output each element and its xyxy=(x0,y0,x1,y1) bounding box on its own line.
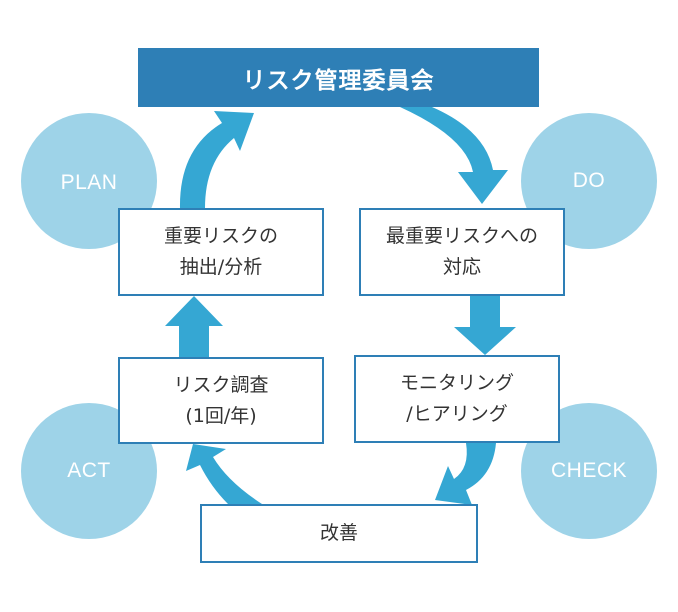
check-phase-circle: CHECK xyxy=(521,403,657,539)
do-label: DO xyxy=(572,169,606,192)
improvement-step-box: 改善 xyxy=(200,504,478,563)
analysis-step-box: 重要リスクの 抽出/分析 xyxy=(118,208,324,296)
arrow-title-to-response xyxy=(400,107,508,204)
arrow-analysis-to-title xyxy=(179,111,254,208)
act-label: ACT xyxy=(67,459,111,482)
risk-committee-title: リスク管理委員会 xyxy=(138,48,539,107)
survey-line-2: (1回/年) xyxy=(185,404,257,427)
plan-phase-circle: PLAN xyxy=(21,113,157,249)
arrow-improvement-to-survey xyxy=(186,444,262,504)
response-step-box: 最重要リスクへの 対応 xyxy=(359,208,565,296)
check-label: CHECK xyxy=(550,459,627,482)
title-text: リスク管理委員会 xyxy=(242,67,435,94)
arrow-monitoring-to-improvement xyxy=(435,443,496,505)
arrow-response-to-monitoring xyxy=(454,296,516,355)
analysis-line-1: 重要リスクの xyxy=(163,225,278,247)
monitoring-line-2: /ヒアリング xyxy=(406,403,508,425)
monitoring-line-1: モニタリング xyxy=(399,372,514,394)
analysis-line-2: 抽出/分析 xyxy=(179,256,263,278)
survey-line-1: リスク調査 xyxy=(173,373,269,396)
monitoring-step-box: モニタリング /ヒアリング xyxy=(354,355,560,443)
response-line-1: 最重要リスクへの xyxy=(385,225,538,247)
survey-step-box: リスク調査 (1回/年) xyxy=(118,357,324,444)
response-line-2: 対応 xyxy=(442,256,481,278)
plan-label: PLAN xyxy=(60,171,118,194)
improvement-text: 改善 xyxy=(319,522,358,544)
arrow-survey-to-analysis xyxy=(165,296,223,357)
